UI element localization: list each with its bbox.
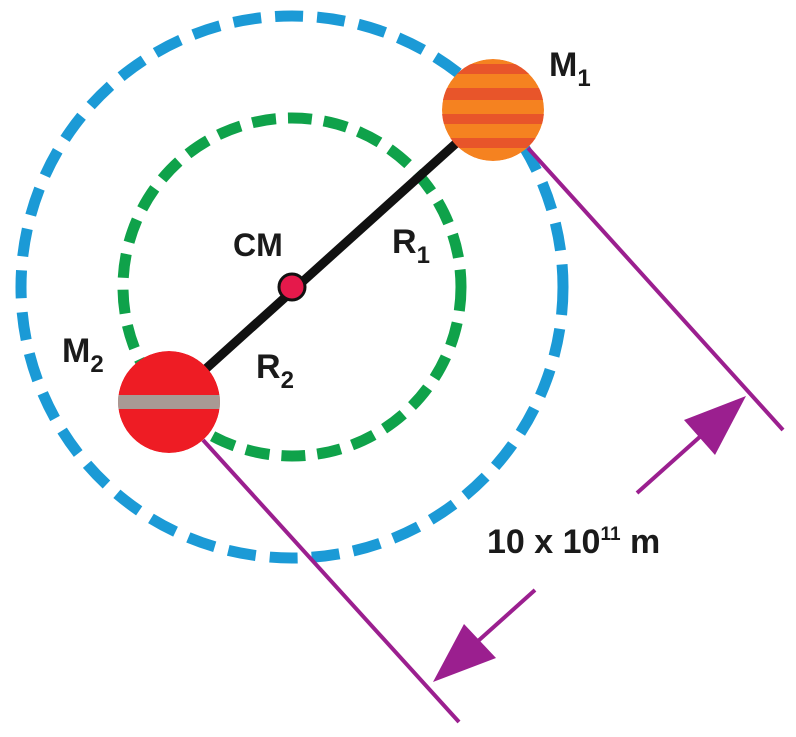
- connector-rod: [165, 106, 497, 406]
- dimension-lines: [201, 146, 785, 724]
- label-r1: R1: [392, 223, 430, 269]
- distance-label: 10 x 1011 m: [487, 523, 660, 561]
- arrowhead-upper: [684, 396, 746, 455]
- extension-line-m1: [526, 146, 785, 432]
- red-planet-icon: [118, 351, 220, 453]
- center-of-mass-dot-icon: [277, 272, 307, 302]
- label-r2: R2: [256, 348, 294, 394]
- label-m1: M1: [549, 46, 591, 92]
- outer-orbit: [15, 10, 569, 564]
- arrowhead-lower: [433, 624, 496, 682]
- label-cm: CM: [233, 227, 283, 263]
- inner-orbit: [117, 112, 467, 462]
- extension-line-m2: [201, 438, 461, 724]
- label-m2: M2: [62, 332, 104, 378]
- orange-planet-icon: [442, 59, 544, 161]
- arrow-shaft-lower: [466, 588, 537, 652]
